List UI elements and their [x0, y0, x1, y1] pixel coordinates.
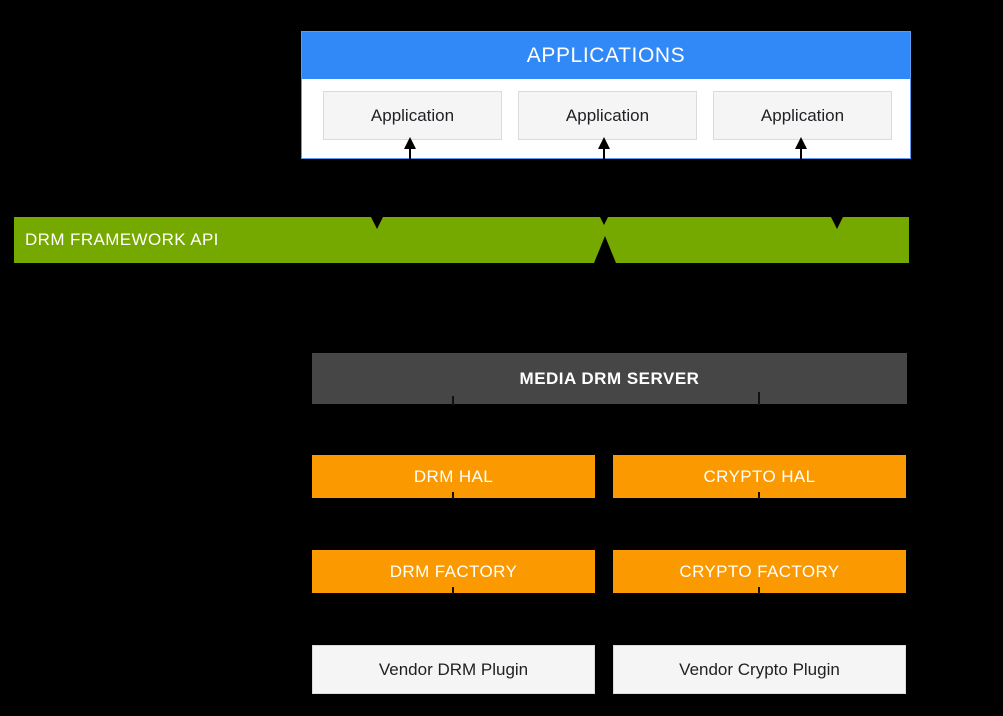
connector-app1-up-line	[409, 146, 411, 159]
application-card-1[interactable]: Application	[323, 91, 502, 140]
connector-drm-hal-to-factory	[452, 492, 454, 499]
arrow-up-app2	[598, 137, 610, 149]
crypto-factory-box: CRYPTO FACTORY	[613, 550, 906, 593]
connector-app3-up-line	[800, 146, 802, 159]
drm-hal-box: DRM HAL	[312, 455, 595, 498]
connector-crypto-factory-to-plugin	[758, 587, 760, 594]
connector-server-to-crypto-hal	[758, 392, 760, 405]
drm-factory-box: DRM FACTORY	[312, 550, 595, 593]
arrow-up-app1	[404, 137, 416, 149]
crypto-hal-box: CRYPTO HAL	[613, 455, 906, 498]
vendor-drm-plugin-box: Vendor DRM Plugin	[312, 645, 595, 694]
vendor-crypto-plugin-box: Vendor Crypto Plugin	[613, 645, 906, 694]
application-card-2[interactable]: Application	[518, 91, 697, 140]
arrow-down-framework-center	[598, 213, 610, 225]
arrow-up-app3	[795, 137, 807, 149]
arrow-up-server-to-framework	[594, 236, 616, 263]
application-card-3[interactable]: Application	[713, 91, 892, 140]
connector-crypto-hal-to-factory	[758, 492, 760, 499]
arrow-down-framework-right	[831, 217, 843, 229]
connector-server-to-drm-hal	[452, 396, 454, 405]
connector-app2-up-line	[603, 146, 605, 159]
arrow-down-framework-left	[371, 217, 383, 229]
applications-panel: APPLICATIONS Application Application App…	[301, 31, 911, 159]
media-drm-server-box: MEDIA DRM SERVER	[312, 353, 907, 404]
drm-framework-api-bar: DRM FRAMEWORK API	[14, 217, 909, 263]
applications-header: APPLICATIONS	[302, 32, 910, 79]
connector-drm-factory-to-plugin	[452, 587, 454, 594]
